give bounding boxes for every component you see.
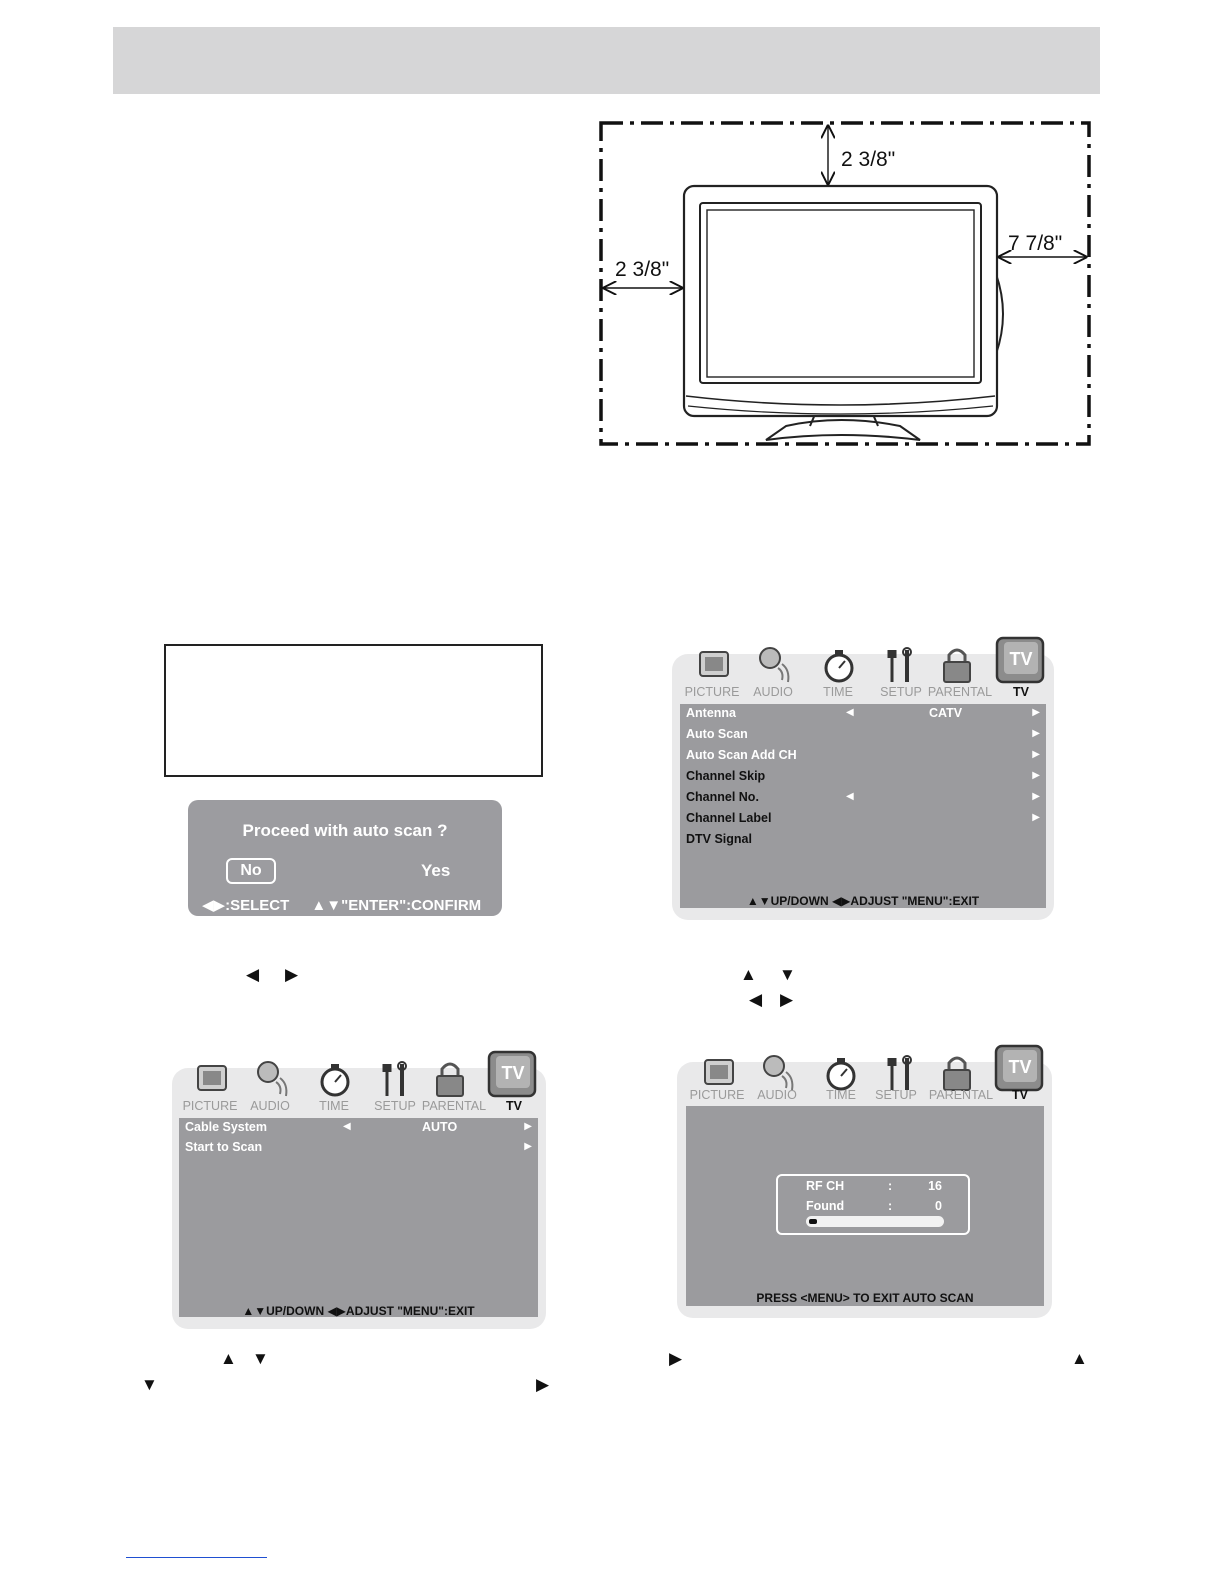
tv-icon[interactable]: TV xyxy=(486,1048,538,1102)
tv-bezel-bottom-curve xyxy=(685,395,996,406)
time-icon[interactable] xyxy=(818,1048,864,1096)
menu-icon-row: TV xyxy=(172,1050,546,1138)
right-arrow-glyph: ▶ xyxy=(285,965,299,984)
right-arrow-glyph-3: ▶ xyxy=(536,1375,550,1394)
setup-icon[interactable] xyxy=(372,1054,418,1102)
tv-side-bulge xyxy=(995,273,1004,355)
auto-scan-progress-osd: TV PICTURE AUDIO TIME SETUP PARENTAL TV … xyxy=(677,1044,1052,1318)
svg-text:TV: TV xyxy=(1008,1057,1031,1077)
menu-row-cable-system[interactable]: Cable System ◀ AUTO ▶ xyxy=(185,1120,532,1134)
left-arrow-glyph: ◀ xyxy=(246,965,260,984)
right-arrow-glyph-2: ▶ xyxy=(780,990,794,1009)
menu-row-channel-skip[interactable]: Channel Skip ▶ xyxy=(686,769,1040,783)
tv-stand xyxy=(765,419,921,441)
tab-tv[interactable]: TV xyxy=(506,1099,522,1113)
note-box xyxy=(164,644,543,777)
parental-icon[interactable] xyxy=(427,1054,473,1102)
tab-tv[interactable]: TV xyxy=(1013,685,1029,699)
picture-icon[interactable] xyxy=(697,1048,743,1096)
scan-status-box: RF CH : 16 Found : 0 xyxy=(776,1174,970,1235)
menu-row-start-to-scan[interactable]: Start to Scan ▶ xyxy=(185,1140,532,1154)
tab-setup[interactable]: SETUP xyxy=(875,1088,917,1102)
footer-link-rule xyxy=(126,1557,267,1558)
scan-progress-fill xyxy=(809,1219,817,1224)
tab-picture[interactable]: PICTURE xyxy=(182,1099,238,1113)
found-row: Found : 0 xyxy=(806,1199,942,1213)
down-arrow-glyph: ▼ xyxy=(779,965,796,984)
picture-icon[interactable] xyxy=(190,1054,236,1102)
tab-picture[interactable]: PICTURE xyxy=(684,685,740,699)
tab-audio[interactable]: AUDIO xyxy=(757,1088,797,1102)
cable-menu-panel: Cable System ◀ AUTO ▶ Start to Scan ▶ ▲▼… xyxy=(179,1118,538,1318)
cable-system-osd: TV PICTURE AUDIO TIME SETUP PARENTAL TV … xyxy=(172,1050,546,1329)
dialog-question: Proceed with auto scan ? xyxy=(242,821,448,840)
svg-text:TV: TV xyxy=(501,1063,524,1083)
tab-parental[interactable]: PARENTAL xyxy=(927,685,993,699)
yes-button[interactable]: Yes xyxy=(421,861,451,880)
tv-icon[interactable]: TV xyxy=(993,1042,1045,1096)
down-arrow-glyph-4: ▼ xyxy=(141,1375,158,1394)
down-arrow-glyph-3: ▼ xyxy=(252,1349,269,1368)
tv-menu-osd: TV PICTURE AUDIO TIME SETUP PARENTAL TV … xyxy=(672,636,1054,920)
tab-setup[interactable]: SETUP xyxy=(374,1099,416,1113)
left-arrow-glyph-2: ◀ xyxy=(749,990,763,1009)
scan-progress-bar xyxy=(806,1216,944,1227)
menu-footer: ▲▼UP/DOWN ◀▶ADJUST "MENU":EXIT xyxy=(746,894,980,908)
right-clearance-label: 7 7/8" xyxy=(1008,232,1062,255)
right-arrow-glyph-4: ▶ xyxy=(669,1349,683,1368)
tab-parental[interactable]: PARENTAL xyxy=(421,1099,487,1113)
menu-row-channel-label[interactable]: Channel Label ▶ xyxy=(686,811,1040,825)
tv-menu-panel: Antenna ◀ CATV ▶ Auto Scan ▶ Auto Scan A… xyxy=(680,704,1046,908)
parental-icon[interactable] xyxy=(934,640,980,688)
parental-icon[interactable] xyxy=(934,1048,980,1096)
tv-icon[interactable]: TV xyxy=(994,634,1046,688)
time-icon[interactable] xyxy=(312,1054,358,1102)
clearance-boundary xyxy=(599,121,1091,446)
svg-text:TV: TV xyxy=(1009,649,1032,669)
setup-icon[interactable] xyxy=(877,640,923,688)
top-clearance-label: 2 3/8" xyxy=(841,148,895,171)
scan-footer: PRESS <MENU> TO EXIT AUTO SCAN xyxy=(756,1291,974,1305)
hint-confirm: ▲▼"ENTER":CONFIRM xyxy=(311,897,482,914)
menu-row-dtv-signal[interactable]: DTV Signal xyxy=(686,832,752,846)
up-arrow-glyph-3: ▲ xyxy=(220,1349,237,1368)
tab-time[interactable]: TIME xyxy=(319,1099,349,1113)
setup-icon[interactable] xyxy=(877,1048,923,1096)
menu-icon-row: TV xyxy=(677,1044,1052,1132)
tab-audio[interactable]: AUDIO xyxy=(250,1099,290,1113)
no-button[interactable]: No xyxy=(226,858,276,884)
menu-row-auto-scan[interactable]: Auto Scan ▶ xyxy=(686,727,1040,741)
tv-screen-inner xyxy=(706,209,975,378)
audio-icon[interactable] xyxy=(248,1054,294,1102)
tab-time[interactable]: TIME xyxy=(823,685,853,699)
tab-setup[interactable]: SETUP xyxy=(880,685,922,699)
menu-icon-row: TV xyxy=(672,636,1054,724)
up-arrow-glyph: ▲ xyxy=(740,965,757,984)
menu-footer: ▲▼UP/DOWN ◀▶ADJUST "MENU":EXIT xyxy=(242,1304,475,1318)
section-header-bar xyxy=(113,27,1100,94)
tab-time[interactable]: TIME xyxy=(826,1088,856,1102)
tv-clearance-diagram: 2 3/8" 2 3/8" 7 7/8" xyxy=(599,121,1091,446)
auto-scan-confirm-dialog: Proceed with auto scan ? No Yes ◀▶:SELEC… xyxy=(188,800,502,916)
tab-parental[interactable]: PARENTAL xyxy=(928,1088,994,1102)
scan-panel: RF CH : 16 Found : 0 PRESS <MENU> TO EXI… xyxy=(686,1106,1044,1306)
menu-row-auto-scan-add-ch[interactable]: Auto Scan Add CH ▶ xyxy=(686,748,1040,762)
tab-picture[interactable]: PICTURE xyxy=(689,1088,745,1102)
tv-bezel-bottom-curve-2 xyxy=(687,405,994,415)
up-arrow-glyph-4: ▲ xyxy=(1071,1349,1088,1368)
tab-tv[interactable]: TV xyxy=(1012,1088,1028,1102)
menu-row-channel-no[interactable]: Channel No. ◀ ▶ xyxy=(686,790,1040,804)
dialog-hint: ◀▶:SELECT ▲▼"ENTER":CONFIRM xyxy=(202,896,499,914)
hint-select: ◀▶:SELECT xyxy=(202,897,290,914)
picture-icon[interactable] xyxy=(692,640,738,688)
rf-channel-row: RF CH : 16 xyxy=(806,1179,942,1193)
menu-row-antenna[interactable]: Antenna ◀ CATV ▶ xyxy=(686,706,1040,720)
tab-audio[interactable]: AUDIO xyxy=(753,685,793,699)
audio-icon[interactable] xyxy=(750,640,796,688)
left-clearance-label: 2 3/8" xyxy=(615,258,669,281)
audio-icon[interactable] xyxy=(754,1048,800,1096)
time-icon[interactable] xyxy=(816,640,862,688)
